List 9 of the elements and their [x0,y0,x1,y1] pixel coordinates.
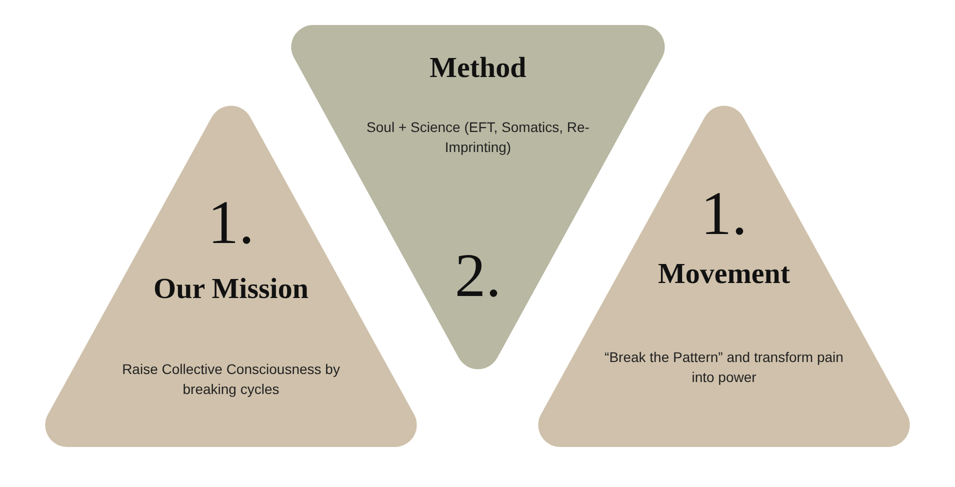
step-number: 2. [454,245,502,307]
triangle-heading: Method [428,53,528,85]
triangle-description: Raise Collective Consciousness by breaking cycles [121,360,341,400]
triangle-heading: Our Mission [152,274,310,306]
triangle-description: “Break the Pattern” and transform pain into power [604,348,844,388]
step-number: 1. [700,183,748,245]
triangle-description: Soul + Science (EFT, Somatics, Re-Imprinting) [366,118,590,158]
triangle-heading: Movement [656,259,792,291]
step-number: 1. [206,192,256,254]
